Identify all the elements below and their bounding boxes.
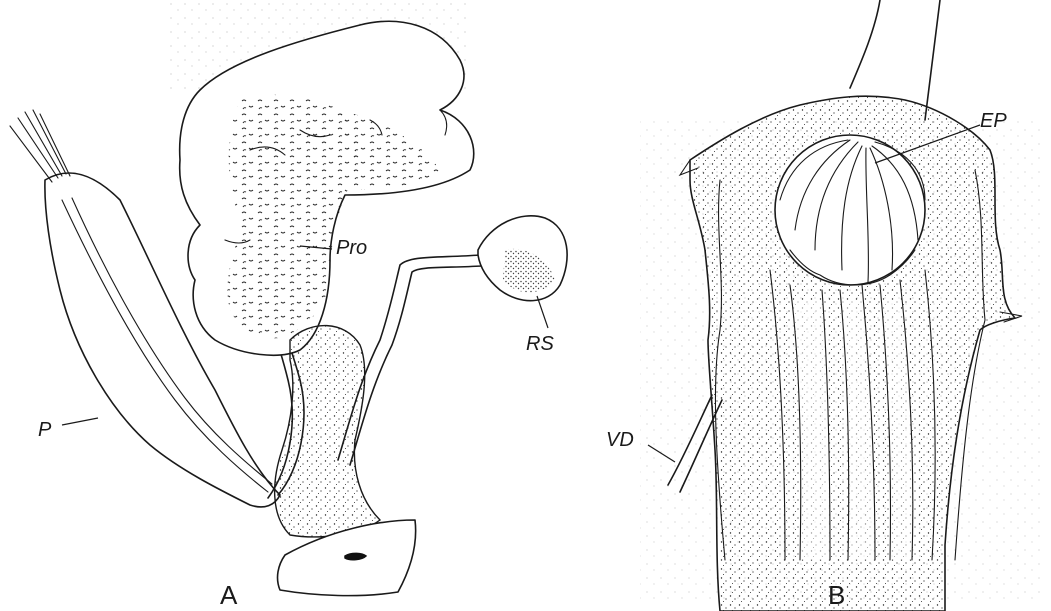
panel-label-a: A bbox=[220, 580, 238, 610]
panel-label-b: B bbox=[828, 580, 845, 610]
panel-b-drawing bbox=[640, 0, 1040, 611]
label-rs: RS bbox=[526, 333, 554, 355]
label-vd: VD bbox=[606, 429, 634, 451]
label-pro: Pro bbox=[336, 237, 367, 259]
panel-a-drawing bbox=[10, 0, 567, 596]
penial-papilla bbox=[775, 135, 925, 285]
atrium bbox=[275, 326, 380, 537]
label-p: P bbox=[38, 419, 52, 441]
label-ep: EP bbox=[980, 110, 1007, 132]
